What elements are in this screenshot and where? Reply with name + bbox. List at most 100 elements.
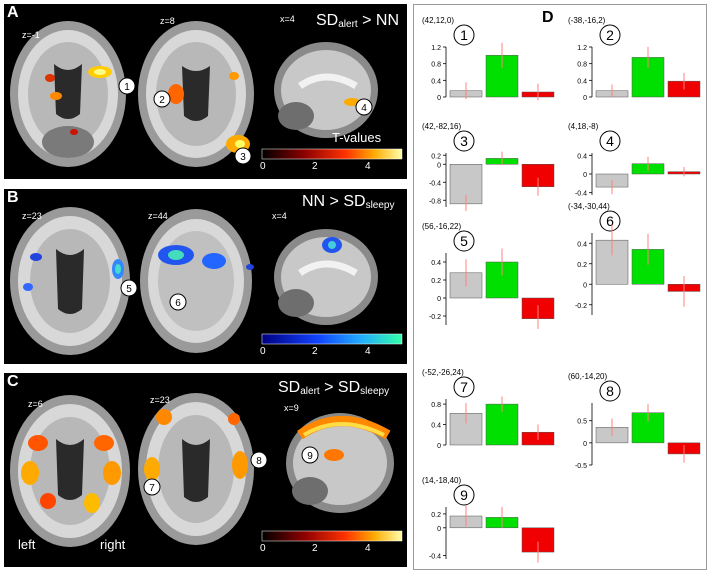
axial-slice-c2 <box>138 393 254 545</box>
slice-label: x=4 <box>280 14 295 24</box>
y-tick-label: 1.2 <box>431 45 441 52</box>
panel-d-label: D <box>542 9 554 26</box>
svg-text:7: 7 <box>149 483 155 494</box>
y-tick-label: 0.2 <box>431 512 441 519</box>
roi-number-label: 8 <box>606 383 614 399</box>
bar-chart-9: (14,-18,40) 9 0.2 0 -0.4 <box>422 476 555 563</box>
roi-number-label: 6 <box>606 213 614 229</box>
colorbar-a <box>261 148 403 160</box>
axial-slice-a1 <box>10 21 126 167</box>
colorbar-tick: 0 <box>260 161 266 172</box>
bar-chart-1: (42,12,0) 1 1.2 0.8 0.4 0 <box>422 16 555 101</box>
marker-2-label: 2 <box>159 95 165 106</box>
roi-number-label: 7 <box>460 379 468 395</box>
roi-coordinate: (56,-16,22) <box>422 222 461 231</box>
axial-slice-b1 <box>10 207 130 355</box>
marker-1-label: 1 <box>124 82 130 93</box>
axial-slice-b2 <box>140 209 254 353</box>
panel-a-label: A <box>7 4 19 21</box>
y-tick-label: 0 <box>437 443 441 449</box>
roi-number-circle <box>453 230 475 252</box>
marker-1: 1 <box>118 77 136 95</box>
roi-number-label: 4 <box>606 133 614 149</box>
marker-3: 3 <box>234 147 252 165</box>
panel-c-label: C <box>7 373 19 390</box>
bar-chart-3: (42,-82,16)30.20-0.4-0.8 <box>422 122 555 211</box>
marker-4-label: 4 <box>361 103 367 114</box>
marker-6: 6 <box>169 293 187 311</box>
y-tick-label: 0 <box>437 162 441 169</box>
roi-number-label: 5 <box>460 233 468 249</box>
y-tick-label: 0.4 <box>431 423 441 430</box>
y-tick-label: -0.5 <box>575 463 587 469</box>
slice-label: z=-1 <box>22 30 40 40</box>
roi-number-label: 2 <box>606 27 614 43</box>
roi-number-circle <box>453 376 475 398</box>
roi-coordinate: (-52,-26,24) <box>422 368 464 377</box>
svg-text:8: 8 <box>256 456 262 467</box>
panel-b-label: B <box>7 189 19 206</box>
axial-slice-c1 <box>10 395 130 547</box>
colorbar-tick: 4 <box>365 346 371 357</box>
y-tick-label: 0 <box>437 95 441 101</box>
roi-number-circle <box>599 130 621 152</box>
axial-slice-a2 <box>138 21 254 167</box>
roi-coordinate: (42,12,0) <box>422 16 454 25</box>
roi-coordinate: (14,-18,40) <box>422 476 461 485</box>
panel-c-images: 7 8 9 <box>10 393 403 547</box>
y-tick-label: -0.4 <box>429 180 441 187</box>
contrast-title: SDalert > NN <box>316 12 400 30</box>
roi-number-circle <box>453 484 475 506</box>
panel-a: 1 2 3 4 A z=-1 z=8 x=4 SDalert > NN T-va… <box>4 4 407 179</box>
panel-b: 5 6 B z=23 z=44 x=4 NN > SDsleepy 0 2 4 <box>4 189 407 364</box>
panel-b-images: 5 6 <box>10 207 403 355</box>
y-tick-label: 0.8 <box>431 62 441 69</box>
bar-chart-6: (-34,-30,44)60.40.20-0.2 <box>568 202 701 315</box>
roi-number-circle <box>453 130 475 152</box>
colorbar-tick: 4 <box>365 543 371 554</box>
bar-chart-2: (-38,-16,2)21.20.80.40 <box>568 16 701 101</box>
slice-label: x=9 <box>284 403 299 413</box>
contrast-title: NN > SDsleepy <box>302 193 395 211</box>
roi-number-label: 1 <box>460 27 468 43</box>
y-tick-label: 0.4 <box>577 153 587 160</box>
colorbar-tick: 2 <box>312 161 318 172</box>
roi-coordinate: (-38,-16,2) <box>568 16 606 25</box>
colorbar-tick: 2 <box>312 543 318 554</box>
slice-label: z=44 <box>148 211 168 221</box>
marker-7: 7 <box>143 478 161 496</box>
y-tick-label: 0.8 <box>431 402 441 409</box>
slice-label: x=4 <box>272 211 287 221</box>
marker-2: 2 <box>153 90 171 108</box>
marker-5: 5 <box>120 279 138 297</box>
y-tick-label: -0.4 <box>429 554 441 561</box>
y-tick-label: -0.2 <box>575 303 587 310</box>
colorbar-tick: 4 <box>365 161 371 172</box>
roi-number-circle <box>599 380 621 402</box>
y-tick-label: 0 <box>583 282 587 289</box>
y-tick-label: 0.4 <box>577 241 587 248</box>
bar-chart-8: (60,-14,20)80.50-0.5 <box>568 372 701 469</box>
colorbar-b <box>261 333 403 345</box>
y-tick-label: 0.5 <box>577 419 587 426</box>
slice-label: z=6 <box>28 399 43 409</box>
y-tick-label: 0 <box>437 526 441 533</box>
y-tick-label: 0.4 <box>577 78 587 85</box>
sagittal-slice-b <box>274 229 378 325</box>
slice-label: z=23 <box>22 211 42 221</box>
bar-chart-4: (4,18,-8)40.40-0.4 <box>568 122 701 198</box>
y-tick-label: 0.2 <box>431 153 441 160</box>
roi-number-label: 3 <box>460 133 468 149</box>
slice-label: z=23 <box>150 395 170 405</box>
roi-number-label: 9 <box>460 487 468 503</box>
colorbar-title: T-values <box>332 130 382 145</box>
svg-text:9: 9 <box>307 451 313 462</box>
roi-number-circle <box>599 24 621 46</box>
y-tick-label: 0 <box>583 172 587 179</box>
marker-3-label: 3 <box>240 152 246 163</box>
marker-8: 8 <box>250 451 268 469</box>
y-tick-label: 0 <box>583 95 587 101</box>
y-tick-label: 0 <box>437 296 441 303</box>
roi-coordinate: (42,-82,16) <box>422 122 461 131</box>
y-tick-label: 0.4 <box>431 78 441 85</box>
